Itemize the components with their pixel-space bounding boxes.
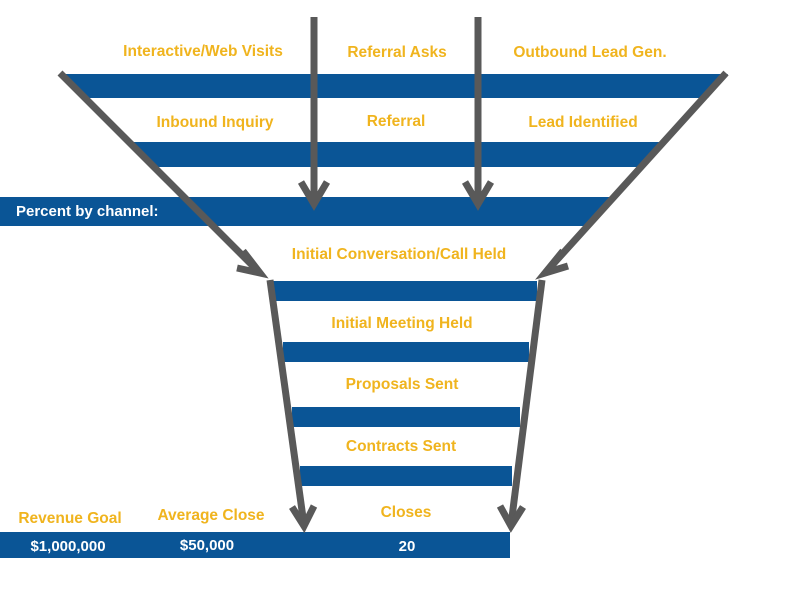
closes-label: Closes [380,504,432,521]
funnel-left-edge [57,70,262,275]
revenue-goal-value: $1,000,000 [30,538,106,555]
lower-right-arrowhead [496,504,526,533]
average-close-value: $50,000 [179,537,235,554]
funnel-right-edge [543,70,729,275]
stage-initial-conversation: Initial Conversation/Call Held [291,246,507,263]
stage-band-3 [292,407,520,427]
lower-right-edge [507,279,546,526]
average-close-label: Average Close [157,507,265,524]
left-edge-arrowhead [236,248,269,279]
label-referral-asks: Referral Asks [347,44,447,61]
label-lead-identified: Lead Identified [528,114,638,131]
stage-band-4 [300,466,512,486]
label-outbound-lead-gen: Outbound Lead Gen. [513,44,667,61]
revenue-goal-label: Revenue Goal [18,510,122,527]
percent-by-channel-label: Percent by channel: [16,203,159,220]
stage-contracts-sent: Contracts Sent [345,438,457,455]
lower-left-edge [266,279,308,526]
label-interactive-web-visits: Interactive/Web Visits [123,43,283,60]
top-band-1 [60,74,728,98]
top-band-2 [133,142,661,167]
percent-by-channel-band [0,197,612,226]
stage-proposals-sent: Proposals Sent [345,376,459,393]
stage-initial-meeting: Initial Meeting Held [331,315,473,332]
label-inbound-inquiry: Inbound Inquiry [156,114,274,131]
stage-band-1 [273,281,537,301]
stage-band-2 [283,342,529,362]
closes-value: 20 [398,538,416,555]
lower-left-arrowhead [289,504,318,534]
label-referral: Referral [366,113,426,130]
outbound-lead-arrowhead [461,180,495,211]
right-edge-arrowhead [534,248,570,280]
results-band [0,532,510,558]
referral-asks-arrowhead [297,180,331,211]
